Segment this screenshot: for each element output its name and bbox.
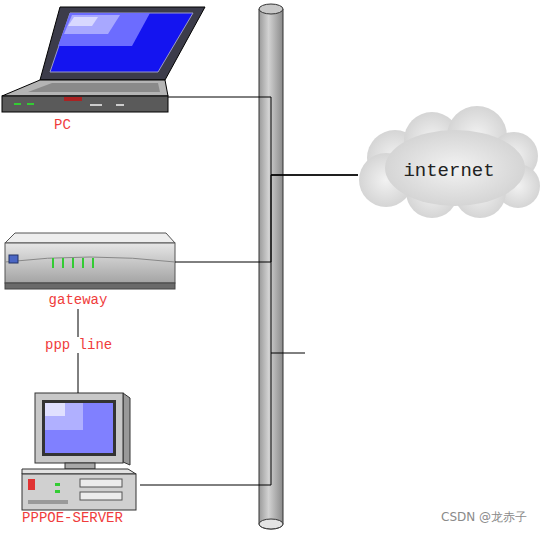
- device-label: PPPOE-SERVER: [15, 510, 130, 526]
- device-label: PC: [0, 117, 125, 133]
- gateway-node: gateway: [5, 233, 175, 309]
- cloud-node: internet: [358, 115, 540, 215]
- bus-stub: [271, 353, 305, 354]
- network-link: [168, 97, 358, 175]
- device-label: gateway: [5, 292, 151, 308]
- link-label: ppp line: [43, 337, 114, 353]
- watermark: CSDN @龙赤子: [441, 510, 527, 524]
- network-link: [140, 175, 358, 485]
- cloud-illustration: [359, 106, 540, 218]
- server-node: PPPOE-SERVER: [15, 393, 140, 528]
- laptop-node: PC: [0, 5, 168, 133]
- cloud-label: internet: [358, 159, 540, 183]
- server-illustration: [22, 393, 136, 510]
- network-link: [175, 175, 358, 262]
- gateway-illustration: [5, 233, 175, 289]
- laptop-illustration: [2, 7, 205, 112]
